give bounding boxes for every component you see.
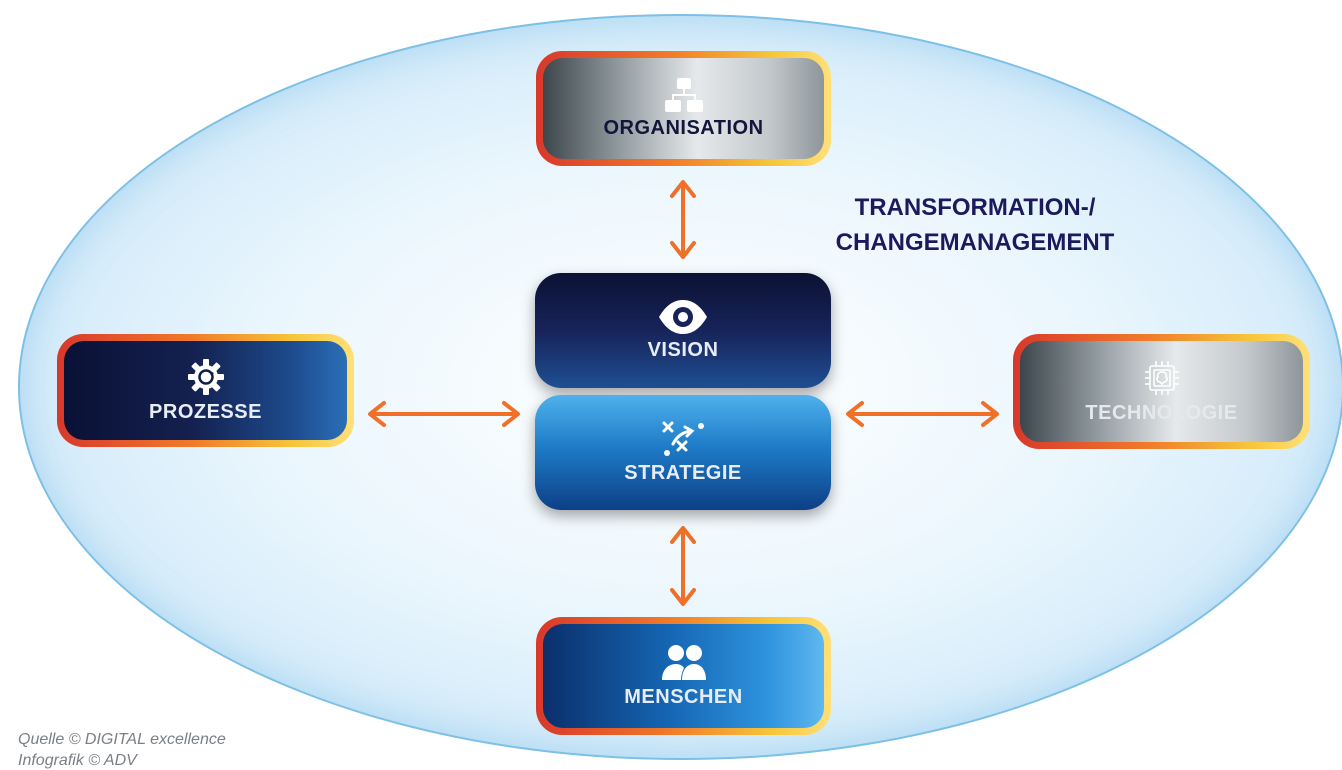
arrow-strategie-technologie — [846, 401, 999, 427]
strategy-icon — [662, 421, 704, 456]
arrow-organisation-vision — [670, 180, 696, 259]
source-credit: Quelle © DIGITAL excellence — [18, 731, 226, 748]
org-chart-icon — [664, 78, 703, 112]
gear-icon — [187, 359, 224, 395]
technologie-label: TECHNOLOGIE — [1085, 402, 1238, 424]
chip-icon — [1144, 361, 1179, 395]
diagram-title-line2: CHANGEMANAGEMENT — [835, 229, 1115, 256]
node-technologie: TECHNOLOGIE — [1013, 334, 1310, 449]
diagram-title: TRANSFORMATION-/ CHANGEMANAGEMENT — [790, 190, 1160, 260]
infographic-credit: Infografik © ADV — [18, 752, 137, 769]
people-icon — [661, 644, 706, 680]
node-organisation: ORGANISATION — [536, 51, 831, 166]
diagram-title-line1: TRANSFORMATION-/ — [854, 194, 1096, 221]
node-vision: VISION — [535, 273, 831, 388]
arrow-strategie-menschen — [670, 526, 696, 606]
node-prozesse: PROZESSE — [57, 334, 354, 447]
vision-label: VISION — [647, 339, 719, 361]
menschen-label: MENSCHEN — [624, 685, 743, 708]
strategie-label: STRATEGIE — [624, 462, 742, 484]
node-menschen: MENSCHEN — [536, 617, 831, 735]
node-strategie: STRATEGIE — [535, 395, 831, 510]
eye-icon — [659, 300, 707, 334]
prozesse-label: PROZESSE — [149, 401, 262, 423]
organisation-label: ORGANISATION — [603, 117, 764, 139]
arrow-prozesse-strategie — [368, 401, 520, 427]
